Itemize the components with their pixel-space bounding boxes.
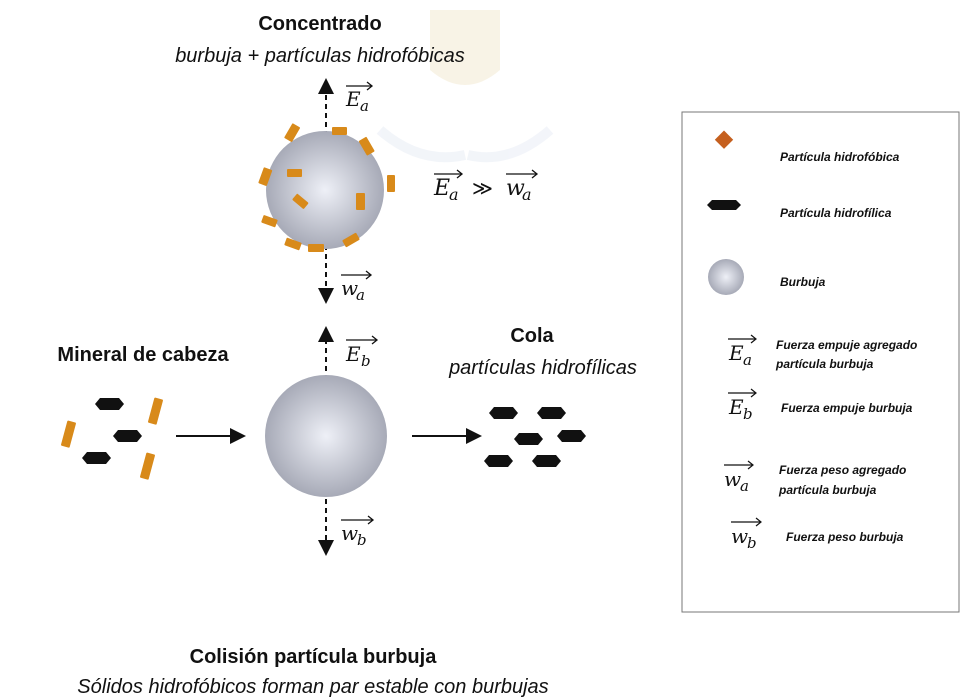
symbol-wb-mid: w b — [341, 515, 375, 549]
symbol-wa-top: w a — [341, 270, 373, 304]
hydrophobic-particle — [287, 169, 302, 177]
svg-text:a: a — [743, 351, 752, 369]
symbol-Ea-top: E a — [345, 81, 374, 115]
svg-text:w: w — [724, 467, 741, 491]
hydrophilic-particle — [113, 430, 142, 442]
hydrophilic-particle — [532, 455, 561, 467]
hydrophobic-particle — [261, 215, 278, 228]
legend-box — [681, 111, 960, 613]
hydrophobic-particle — [332, 127, 347, 135]
hydrophobic-particle — [387, 175, 395, 192]
hydrophobic-particle — [258, 167, 273, 186]
svg-text:≫: ≫ — [472, 176, 493, 200]
svg-text:a: a — [360, 97, 369, 115]
legend-Eb-label: Fuerza empuje burbuja — [781, 401, 913, 415]
tail-title: Cola — [510, 325, 554, 347]
hydrophilic-particle — [95, 398, 124, 410]
hydrophobic-particle — [308, 244, 324, 252]
symbol-Ea-vs-wa: E a ≫ w a — [433, 169, 539, 204]
legend-hydrophilic-icon — [707, 200, 741, 210]
legend-symbol-Eb: E b — [728, 388, 757, 423]
hydrophilic-particle — [489, 407, 518, 419]
legend-hydrophobic-icon — [714, 130, 734, 149]
legend-hydrophilic-label: Partícula hidrofílica — [780, 206, 892, 220]
hydrophobic-particle — [292, 193, 309, 209]
top-bubble-particles — [258, 123, 395, 252]
head-mineral-label: Mineral de cabeza — [57, 344, 229, 366]
hydrophilic-particle — [484, 455, 513, 467]
legend-symbol-wa: w a — [724, 460, 754, 495]
svg-text:E: E — [728, 395, 744, 419]
svg-text:E: E — [433, 176, 450, 201]
legend-wa-label-1: Fuerza peso agregado — [779, 463, 906, 477]
svg-text:b: b — [747, 534, 757, 552]
svg-text:a: a — [522, 185, 532, 204]
legend-hydrophobic-label: Partícula hidrofóbica — [780, 150, 900, 164]
collision-title: Colisión partícula burbuja — [190, 646, 438, 668]
top-bubble — [266, 131, 384, 249]
hydrophobic-particle — [342, 232, 360, 248]
svg-text:w: w — [341, 276, 358, 300]
hydrophobic-particle — [147, 397, 163, 425]
hydrophobic-particle — [356, 193, 365, 210]
legend-Ea-label-1: Fuerza empuje agregado — [776, 338, 917, 352]
middle-bubble — [265, 375, 387, 497]
hydrophilic-particle — [82, 452, 111, 464]
hydrophobic-particle — [284, 237, 302, 251]
watermark-seal — [376, 10, 554, 163]
svg-text:w: w — [731, 524, 748, 548]
hydrophobic-particle — [60, 420, 76, 448]
svg-text:E: E — [345, 342, 361, 366]
svg-text:w: w — [506, 176, 525, 201]
legend-bubble-icon — [708, 259, 744, 295]
legend-symbol-Ea: E a — [728, 334, 757, 369]
svg-text:w: w — [341, 521, 358, 545]
legend-bubble-label: Burbuja — [780, 275, 826, 289]
svg-text:b: b — [743, 405, 753, 423]
svg-text:E: E — [728, 341, 744, 365]
legend-symbol-wb: w b — [731, 517, 762, 552]
hydrophilic-particle — [514, 433, 543, 445]
feed-particles — [60, 397, 163, 480]
legend-Ea-label-2: partícula burbuja — [775, 357, 874, 371]
legend-wb-label: Fuerza peso burbuja — [786, 530, 904, 544]
svg-text:a: a — [449, 185, 459, 204]
svg-text:b: b — [361, 352, 371, 370]
symbol-Eb-mid: E b — [345, 335, 379, 370]
svg-text:E: E — [345, 87, 361, 111]
hydrophobic-particle — [139, 452, 155, 480]
svg-text:b: b — [357, 531, 367, 549]
svg-text:a: a — [356, 286, 365, 304]
legend-wa-label-2: partícula burbuja — [778, 483, 877, 497]
hydrophilic-particle — [557, 430, 586, 442]
hydrophobic-particle — [284, 123, 300, 142]
concentrate-subtitle: burbuja + partículas hidrofóbicas — [175, 45, 465, 67]
svg-text:a: a — [740, 477, 749, 495]
collision-subtitle: Sólidos hidrofóbicos forman par estable … — [77, 676, 548, 698]
tail-particles — [484, 407, 586, 467]
concentrate-title: Concentrado — [258, 13, 381, 35]
tail-subtitle: partículas hidrofílicas — [448, 357, 637, 379]
hydrophilic-particle — [537, 407, 566, 419]
hydrophobic-particle — [358, 136, 375, 156]
